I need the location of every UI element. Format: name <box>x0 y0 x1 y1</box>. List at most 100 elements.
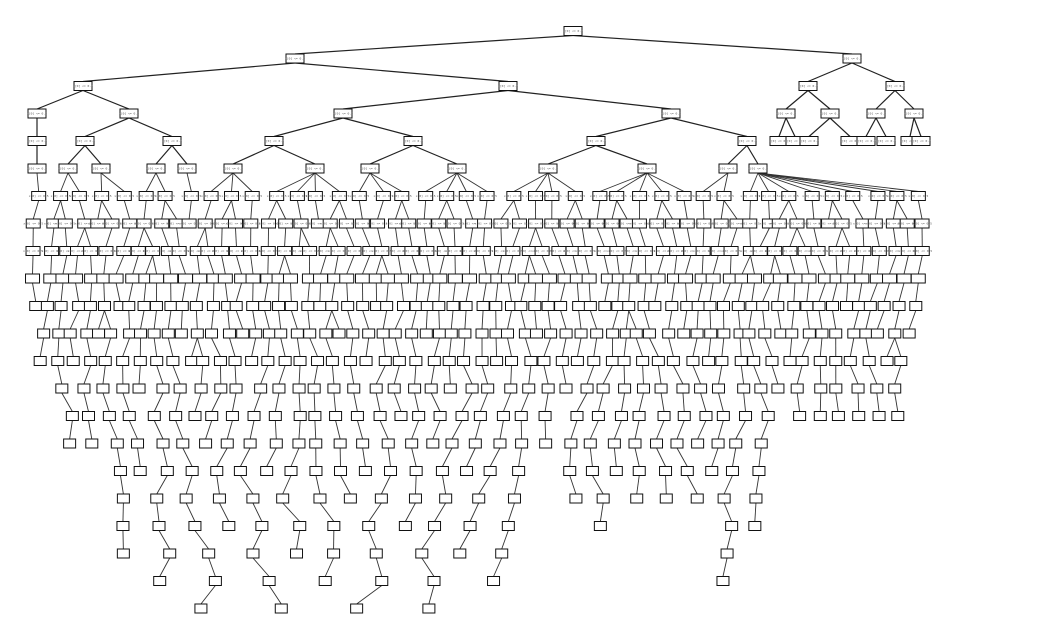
tree-edge-344 <box>153 310 157 330</box>
tree-node-495 <box>870 383 884 394</box>
tree-node-381 <box>662 328 676 339</box>
tree-node-242 <box>528 273 544 284</box>
tree-edge-450 <box>886 337 896 357</box>
tree-edge-566 <box>735 420 746 440</box>
tree-node-650 <box>274 603 288 614</box>
tree-node-591 <box>680 466 694 476</box>
tree-edge-163 <box>329 227 339 247</box>
tree-edge-483 <box>657 365 662 385</box>
tree-edge-24 <box>829 117 851 137</box>
svg-text:x[0] <= 0.5: x[0] <= 0.5 <box>820 112 840 116</box>
tree-edge-323 <box>751 282 755 302</box>
tree-edge-467 <box>350 365 355 385</box>
tree-node-75: x[0] <= 0.5 <box>714 191 734 201</box>
tree-node-258 <box>746 273 762 284</box>
tree-edge-4 <box>807 62 853 83</box>
svg-text:x[0] <= 0.5: x[0] <= 0.5 <box>840 249 860 253</box>
tree-node-382 <box>677 328 691 339</box>
tree-edge-537 <box>88 420 93 440</box>
tree-edge-319 <box>697 282 703 302</box>
tree-node-200: x[0] <= 0.5 <box>854 246 874 256</box>
tree-edge-144 <box>64 227 68 247</box>
tree-node-197: x[0] <= 0.5 <box>808 246 828 256</box>
tree-edge-373 <box>560 310 567 330</box>
tree-node-342 <box>104 328 118 339</box>
tree-node-305 <box>489 301 503 311</box>
tree-node-5: x[0] <= 0.5 <box>798 81 818 91</box>
tree-edge-233 <box>426 255 431 275</box>
tree-edge-178 <box>551 227 560 247</box>
tree-node-366 <box>444 328 458 339</box>
tree-edge-594 <box>120 475 124 495</box>
tree-edge-431 <box>576 337 582 357</box>
svg-text:x[0] <= 0.5: x[0] <= 0.5 <box>434 249 454 253</box>
tree-node-509 <box>308 411 322 421</box>
tree-node-358 <box>332 328 346 339</box>
tree-node-279 <box>137 301 151 311</box>
tree-node-565 <box>691 438 705 449</box>
tree-edge-92 <box>161 200 166 220</box>
svg-text:x[0] <= 0.5: x[0] <= 0.5 <box>119 112 139 116</box>
tree-edge-122 <box>616 200 628 220</box>
tree-edge-68 <box>599 172 648 192</box>
tree-edge-23 <box>808 117 831 137</box>
svg-text:x[0] <= 0.5: x[0] <= 0.5 <box>911 139 931 143</box>
tree-node-332 <box>852 301 866 311</box>
tree-edge-501 <box>175 392 181 412</box>
tree-node-344 <box>134 328 148 339</box>
tree-node-588 <box>609 466 623 476</box>
tree-node-335 <box>892 301 906 311</box>
tree-edge-267 <box>889 255 897 275</box>
tree-node-95: x[0] <= 0.5 <box>179 218 199 229</box>
svg-text:x[0] <= 0.5: x[0] <= 0.5 <box>73 84 93 88</box>
tree-edge-324 <box>762 282 772 302</box>
svg-text:x[0] <= 0.5: x[0] <= 0.5 <box>445 249 465 253</box>
tree-edge-26 <box>875 117 887 137</box>
tree-node-352 <box>249 328 263 339</box>
tree-node-148: x[0] <= 0.5 <box>96 246 116 256</box>
tree-edge-271 <box>46 282 52 302</box>
tree-node-616 <box>152 521 166 531</box>
tree-node-587 <box>585 466 599 476</box>
tree-node-534 <box>852 411 866 421</box>
tree-node-586 <box>563 466 577 476</box>
tree-edge-269 <box>917 255 923 275</box>
tree-edge-34 <box>232 144 275 165</box>
tree-edge-56 <box>314 172 340 192</box>
svg-text:x[0] <= 0.5: x[0] <= 0.5 <box>802 194 822 198</box>
svg-text:x[0] <= 0.5: x[0] <= 0.5 <box>630 222 650 226</box>
tree-edge-255 <box>729 255 732 275</box>
tree-edge-125 <box>661 200 673 220</box>
tree-node-467 <box>327 383 341 394</box>
tree-node-466 <box>307 383 321 394</box>
tree-edge-21 <box>778 117 787 137</box>
tree-node-62: x[0] <= 0.5 <box>437 191 457 201</box>
tree-edge-544 <box>249 420 255 440</box>
tree-node-471 <box>408 383 422 394</box>
tree-edge-541 <box>175 420 184 440</box>
svg-text:x[0] <= 0.5: x[0] <= 0.5 <box>241 222 261 226</box>
tree-node-475 <box>481 383 495 394</box>
tree-edge-593 <box>758 447 762 467</box>
tree-node-409 <box>196 356 210 366</box>
tree-node-610 <box>630 493 644 504</box>
tree-node-137: x[0] <= 0.5 <box>832 218 852 229</box>
tree-node-415 <box>293 356 307 366</box>
tree-edge-466 <box>331 365 335 385</box>
tree-node-446 <box>795 356 809 366</box>
tree-node-581 <box>409 466 423 476</box>
tree-edge-37 <box>412 144 458 165</box>
tree-node-68: x[0] <= 0.5 <box>565 191 585 201</box>
tree-edge-225 <box>320 255 327 275</box>
tree-node-402 <box>84 356 98 366</box>
tree-edge-167 <box>395 227 399 247</box>
svg-text:x[0] <= 0.5: x[0] <= 0.5 <box>329 194 349 198</box>
tree-edge-121 <box>611 200 618 220</box>
tree-node-170: x[0] <= 0.5 <box>417 246 437 256</box>
tree-edge-359 <box>362 310 370 330</box>
tree-edge-275 <box>103 282 105 302</box>
svg-text:x[0] <= 0.5: x[0] <= 0.5 <box>737 139 757 143</box>
tree-edge-147 <box>105 227 113 247</box>
tree-node-347 <box>174 328 188 339</box>
svg-text:x[0] <= 0.5: x[0] <= 0.5 <box>276 222 296 226</box>
